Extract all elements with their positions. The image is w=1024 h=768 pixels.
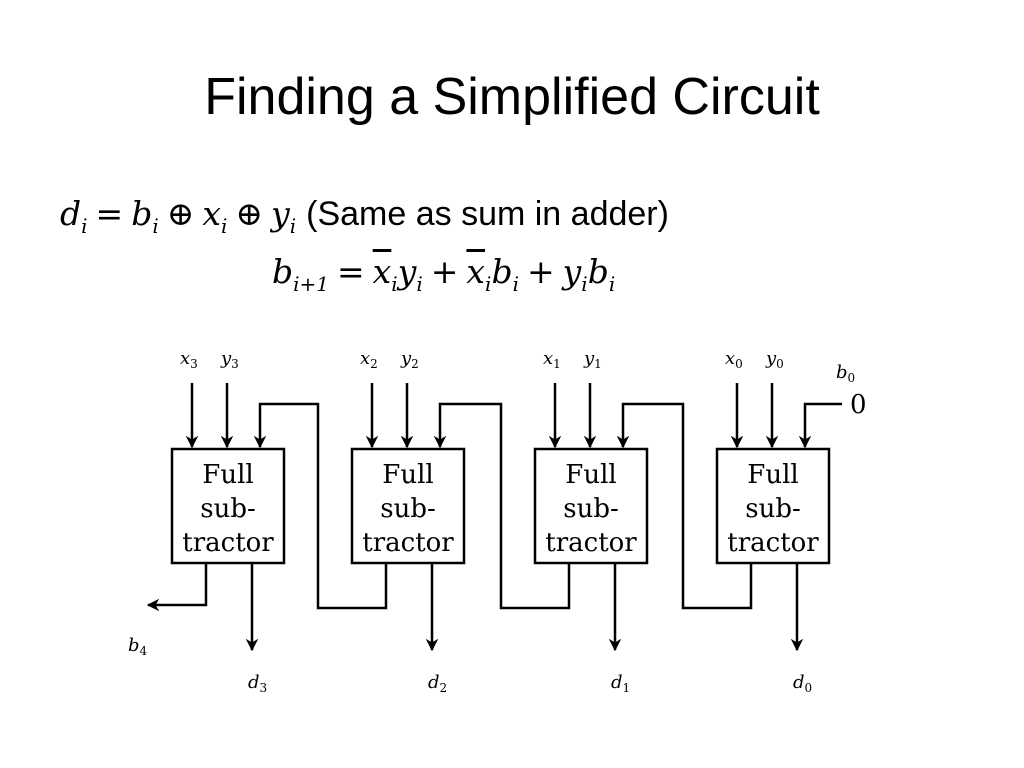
borrow-in-value: 0 xyxy=(850,390,867,420)
borrow-wire-2-to-3 xyxy=(253,402,388,610)
slide-title: Finding a Simplified Circuit xyxy=(204,68,820,126)
block-label-line: tractor xyxy=(727,528,819,558)
block-label-line: Full xyxy=(565,460,616,490)
input-label-x1: x1 xyxy=(543,348,561,371)
input-label-y0: y0 xyxy=(765,348,784,371)
borrow-wire-0-to-1 xyxy=(616,402,753,610)
block-label-line: sub- xyxy=(745,494,801,524)
full-subtractor-block-3 xyxy=(170,447,286,565)
borrow-out-label: b4 xyxy=(128,635,148,658)
borrow-equation: bi+1=xiyi+xibi+yibi xyxy=(272,252,616,296)
input-label-y1: y1 xyxy=(583,348,602,371)
input-label-x3: x3 xyxy=(180,348,198,371)
block-label-line: Full xyxy=(202,460,253,490)
difference-equation: di=bi⊕xi⊕yi(Same as sum in adder) xyxy=(60,194,669,238)
block-label-line: tractor xyxy=(545,528,637,558)
block-label-line: Full xyxy=(747,460,798,490)
borrow-out-arrow xyxy=(146,563,208,612)
full-subtractor-block-1 xyxy=(533,447,649,565)
input-label-x0: x0 xyxy=(725,348,743,371)
block-label-line: tractor xyxy=(182,528,274,558)
block-label-line: sub- xyxy=(200,494,256,524)
output-label-d2: d2 xyxy=(428,672,447,695)
input-label-y2: y2 xyxy=(400,348,419,371)
input-label-x2: x2 xyxy=(360,348,378,371)
block-label-line: tractor xyxy=(362,528,454,558)
block-label-line: sub- xyxy=(380,494,436,524)
block-label-line: sub- xyxy=(563,494,619,524)
full-subtractor-block-2 xyxy=(350,447,466,565)
output-label-d0: d0 xyxy=(793,672,812,695)
borrow-wire-1-to-2 xyxy=(433,402,571,610)
output-label-d1: d1 xyxy=(611,672,630,695)
borrow-in-label: b0 xyxy=(836,362,855,385)
equation-note: (Same as sum in adder) xyxy=(306,195,669,233)
input-label-y3: y3 xyxy=(220,348,239,371)
borrow-in-wire xyxy=(798,402,842,449)
full-subtractor-block-0 xyxy=(715,447,831,565)
output-label-d3: d3 xyxy=(248,672,267,695)
block-label-line: Full xyxy=(382,460,433,490)
